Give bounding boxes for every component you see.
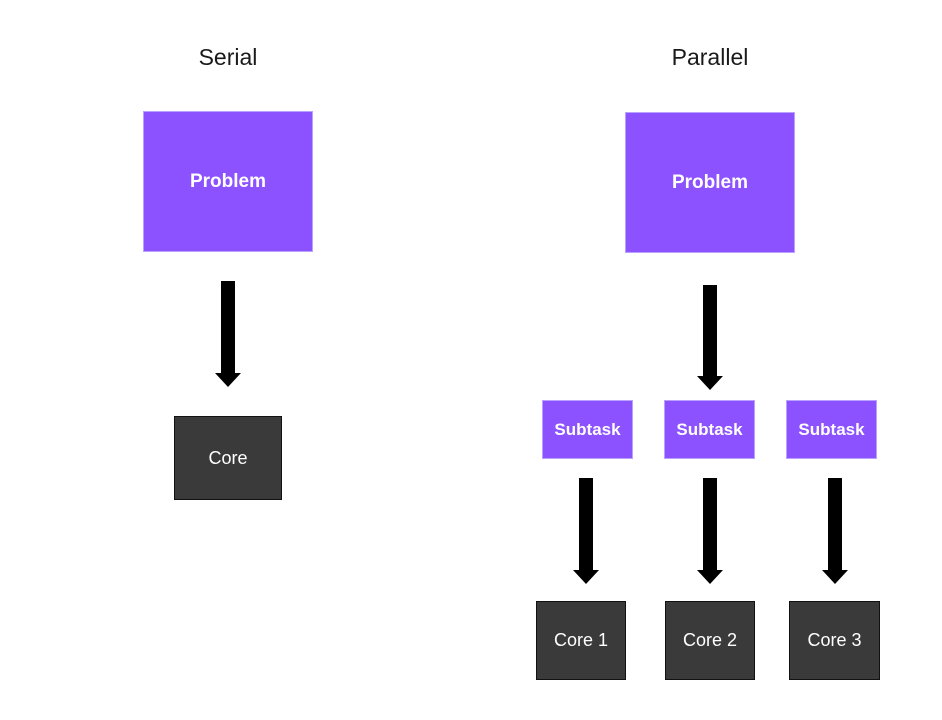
subtask-box-1: Subtask: [542, 400, 633, 459]
core-box-3: Core 3: [789, 601, 880, 680]
core-box-2: Core 2: [665, 601, 755, 680]
serial-heading: Serial: [198, 44, 258, 70]
serial-core-label: Core: [208, 447, 248, 468]
core-label-2: Core 2: [682, 630, 738, 650]
core-box-1: Core 1: [536, 601, 626, 680]
subtask-arrow-1: [572, 478, 600, 584]
serial-arrow: [214, 281, 242, 387]
parallel-problem-label: Problem: [671, 171, 749, 193]
subtask-label-1: Subtask: [554, 419, 621, 439]
parallel-heading: Parallel: [671, 44, 749, 70]
subtask-arrow-3: [821, 478, 849, 584]
core-label-1: Core 1: [553, 630, 609, 650]
subtask-box-3: Subtask: [786, 400, 877, 459]
parallel-problem-box: Problem: [625, 112, 795, 253]
parallel-problem-arrow: [696, 285, 724, 390]
core-label-3: Core 3: [807, 630, 862, 650]
subtask-box-2: Subtask: [664, 400, 755, 459]
subtask-label-3: Subtask: [798, 419, 865, 439]
subtask-label-2: Subtask: [676, 419, 743, 439]
serial-core-box: Core: [174, 416, 282, 500]
serial-problem-box: Problem: [143, 111, 313, 252]
serial-problem-label: Problem: [189, 170, 267, 192]
subtask-arrow-2: [696, 478, 724, 584]
